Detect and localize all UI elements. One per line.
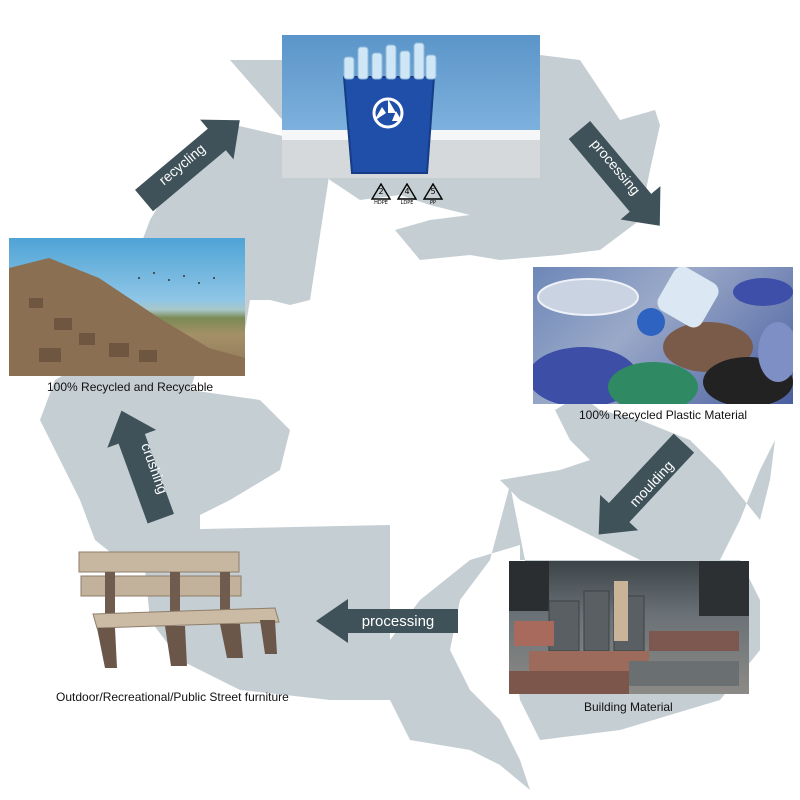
resin-code-pp: 5 PP <box>422 182 444 208</box>
recycle-triangle-icon <box>422 182 444 200</box>
resin-code-number: 5 <box>430 187 436 196</box>
caption-landfill: 100% Recycled and Recycable <box>47 380 214 394</box>
resin-code-label: HDPE <box>374 200 388 206</box>
resin-code-number: 4 <box>404 187 410 196</box>
resin-identification-codes: 2 HDPE 4 LDPE 5 PP <box>370 182 444 208</box>
step-arrow-processing-top <box>568 121 661 226</box>
recycle-triangle-icon <box>370 182 392 200</box>
recycling-bin-photo <box>282 35 540 178</box>
caption-plastic-material: 100% Recycled Plastic Material <box>579 408 748 422</box>
landfill-photo <box>9 238 245 376</box>
step-arrow-moulding <box>598 433 695 535</box>
park-bench-icon <box>78 551 280 668</box>
caption-furniture: Outdoor/Recreational/Public Street furni… <box>56 690 289 704</box>
resin-code-number: 2 <box>378 187 384 196</box>
recycle-triangle-icon <box>396 182 418 200</box>
step-arrow-processing-bottom <box>316 599 458 643</box>
building-material-photo <box>509 561 749 694</box>
plastic-lumber-icon <box>509 561 749 694</box>
resin-code-hdpe: 2 HDPE <box>370 182 392 208</box>
step-arrow-crushing <box>107 410 174 524</box>
step-arrow-recycling <box>135 119 240 212</box>
resin-code-ldpe: 4 LDPE <box>396 182 418 208</box>
rubble-pile-icon <box>9 258 245 376</box>
resin-code-label: LDPE <box>400 200 414 206</box>
caption-building-material: Building Material <box>584 700 673 714</box>
step-label-processing-bottom: processing <box>362 613 435 630</box>
plastic-granules-icon <box>533 267 793 404</box>
plastic-granules-photo <box>533 267 793 404</box>
recycling-bin-icon <box>282 42 540 178</box>
resin-code-label: PP <box>429 200 437 206</box>
